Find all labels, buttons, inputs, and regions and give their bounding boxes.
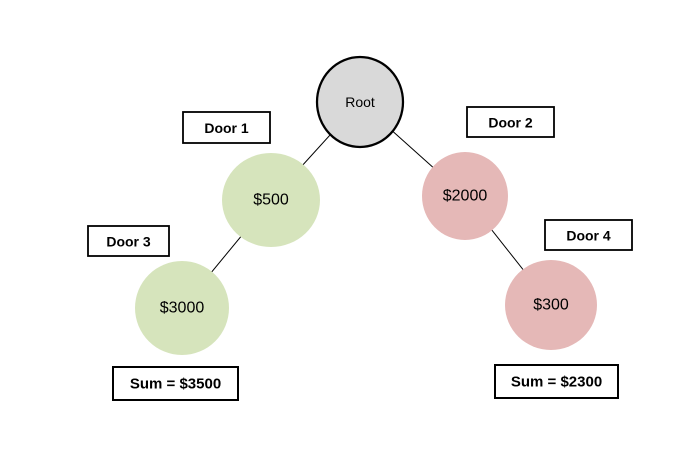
sum-right-box [494,364,619,399]
door3-label: Door 3 [106,234,151,250]
sum-left-box [112,366,239,401]
door2-node-shape [422,152,508,240]
door4-label-box [544,219,633,251]
door4-node-shape [505,260,597,350]
door2-node-value: $2000 [443,188,488,205]
root-node-label: Root [345,94,375,110]
door2-label: Door 2 [488,115,533,131]
door1-node-value: $500 [253,192,289,209]
sum-right-label: Sum = $2300 [511,374,602,391]
door3-label-box [87,225,170,257]
door1-label-box [182,111,271,144]
door1-node-shape [222,153,320,247]
door4-node-value: $300 [533,297,569,314]
sum-left-label: Sum = $3500 [130,376,221,393]
door2-label-box [466,106,555,138]
door3-node-value: $3000 [160,300,205,317]
root-node-shape [315,55,405,149]
door3-node-shape [135,261,229,355]
door1-label: Door 1 [204,120,249,136]
door4-label: Door 4 [566,228,611,244]
